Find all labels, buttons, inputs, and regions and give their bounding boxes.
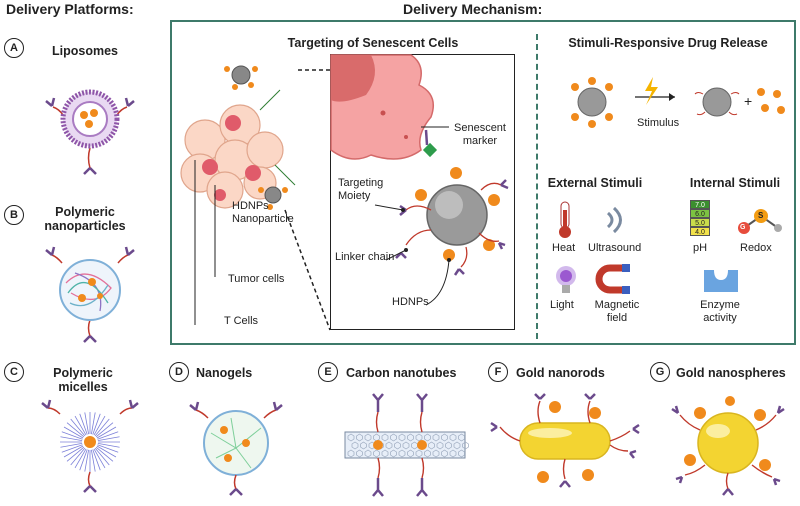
redox-s-label: S (758, 211, 764, 220)
ph-label: pH (693, 242, 708, 254)
badge-b: B (4, 205, 24, 225)
ph-cell-5: 5.0 (690, 218, 710, 227)
external-stimuli-title: External Stimuli (547, 176, 643, 190)
enzyme-activity-label: Enzyme activity (700, 299, 740, 324)
badge-c: C (4, 362, 24, 382)
polymeric-micelles-title: Polymeric micelles (53, 366, 113, 394)
plus-sign: + (744, 93, 753, 109)
gold-nanosphere-illustration (671, 396, 785, 496)
t-cells-label: T Cells (224, 315, 259, 327)
badge-f: F (488, 362, 508, 382)
carbon-nanotube-illustration (344, 393, 469, 497)
carbon-nanotubes-title: Carbon nanotubes (346, 366, 457, 380)
gold-nanorod-illustration (490, 393, 640, 488)
liposome-illustration (45, 89, 135, 175)
zoom-lines (284, 69, 331, 331)
badge-g: G (650, 362, 670, 382)
mechanism-header: Delivery Mechanism: (403, 1, 543, 17)
stimuli-title: Stimuli-Responsive Drug Release (568, 36, 768, 50)
badge-d: D (169, 362, 189, 382)
tumor-cells-label: Tumor cells (228, 273, 285, 285)
gold-nanorods-title: Gold nanorods (516, 366, 605, 380)
magnetic-field-label: Magnetic field (594, 299, 640, 324)
hdnps-nanoparticle-label: HDNPs Nanoparticle (232, 200, 294, 225)
polymeric-nanoparticles-title: Polymeric nanoparticles (44, 205, 126, 233)
heat-label: Heat (552, 242, 576, 254)
ph-cell-7: 7.0 (690, 200, 710, 209)
polymeric-nanoparticle-illustration (45, 246, 135, 343)
tumor-cluster-illustration (180, 65, 296, 325)
linker-chain-label: Linker chain (335, 251, 395, 263)
ph-cell-4: 4.0 (690, 227, 710, 236)
magnet-icon (595, 264, 630, 294)
delivery-mechanism-frame (170, 20, 796, 345)
light-bulb-icon (556, 266, 576, 293)
targeting-title: Targeting of Senescent Cells (287, 36, 459, 50)
badge-e: E (318, 362, 338, 382)
mechanism-divider (536, 34, 538, 339)
ph-scale: 7.0 6.0 5.0 4.0 (690, 200, 710, 236)
redox-g-label: G (740, 224, 746, 231)
drug-release-illustration (571, 77, 785, 128)
thermometer-icon (559, 201, 571, 238)
light-label: Light (550, 299, 574, 311)
gold-nanospheres-title: Gold nanospheres (676, 366, 786, 380)
enzyme-icon (704, 270, 738, 292)
ph-cell-6: 6.0 (690, 209, 710, 218)
badge-a: A (4, 38, 24, 58)
ultrasound-icon (606, 206, 622, 234)
hdnps-label: HDNPs (392, 296, 429, 308)
redox-molecule-icon (738, 209, 782, 234)
redox-label: Redox (740, 242, 772, 254)
targeting-moiety-label: Targeting Moiety (338, 177, 384, 202)
platforms-header: Delivery Platforms: (6, 1, 134, 17)
nanogel-illustration (189, 401, 283, 496)
stimulus-label: Stimulus (637, 117, 680, 129)
zoomed-cell-illustration (330, 54, 509, 306)
nanogels-title: Nanogels (196, 366, 253, 380)
ultrasound-label: Ultrasound (588, 242, 642, 254)
liposomes-title: Liposomes (52, 44, 118, 58)
internal-stimuli-title: Internal Stimuli (689, 176, 781, 190)
senescent-marker-label: Senescent marker (454, 122, 506, 147)
micelle-illustration (41, 399, 139, 493)
